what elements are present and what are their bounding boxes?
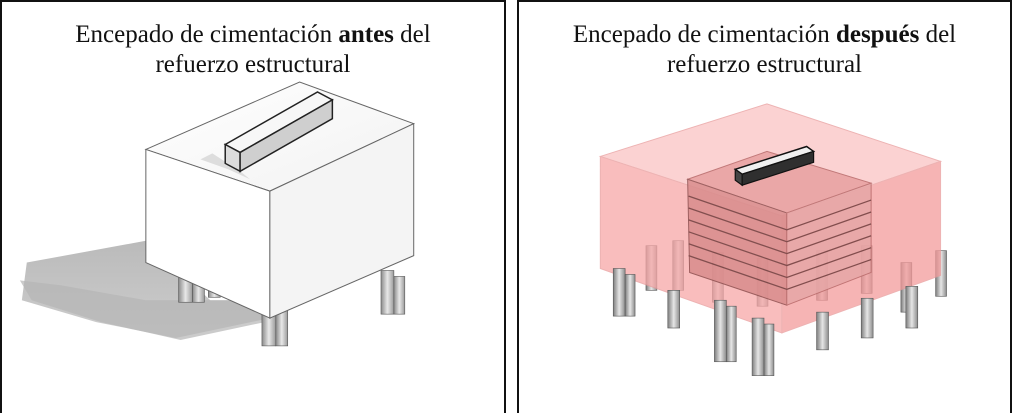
caption-before: Encepado de cimentación antes del refuer…: [2, 20, 504, 80]
column-before: [223, 91, 334, 173]
illustration-after: [598, 103, 947, 376]
pile: [763, 323, 775, 376]
column-shadow: [200, 153, 251, 180]
pile: [624, 274, 636, 317]
caption-after-suffix: del: [919, 21, 957, 48]
original-cap-inside: [686, 150, 873, 306]
illustration-before: [19, 81, 416, 347]
pile: [612, 268, 626, 317]
pile: [905, 286, 919, 329]
panel-after: Encepado de cimentación después del refu…: [517, 0, 1012, 413]
column-right-face: [239, 98, 334, 173]
pile: [726, 305, 737, 363]
pile: [751, 317, 765, 376]
pile: [380, 270, 395, 315]
pile: [667, 290, 680, 329]
caption-after-line2: refuerzo estructural: [666, 51, 863, 78]
inner-cap-layers: [688, 195, 872, 291]
panel-before: Encepado de cimentación antes del refuer…: [0, 0, 506, 413]
caption-after-emphasis: después: [835, 21, 920, 48]
caption-before-emphasis: antes: [338, 21, 394, 48]
pile: [393, 276, 406, 315]
column-after: [733, 145, 816, 187]
ground-shadow-lower: [19, 280, 290, 340]
column-right-face: [741, 150, 815, 186]
caption-before-prefix: Encepado de cimentación: [75, 21, 339, 48]
cap-right-face: [269, 122, 415, 319]
caption-after-prefix: Encepado de cimentación: [572, 21, 836, 48]
caption-before-suffix: del: [393, 21, 431, 48]
inner-cap-right: [786, 182, 872, 306]
pile: [860, 297, 874, 339]
caption-after: Encepado de cimentación después del refu…: [519, 20, 1010, 80]
piles-after-front: [612, 268, 919, 376]
pile: [816, 311, 829, 351]
pile: [714, 299, 727, 363]
caption-before-line2: refuerzo estructural: [155, 51, 351, 78]
